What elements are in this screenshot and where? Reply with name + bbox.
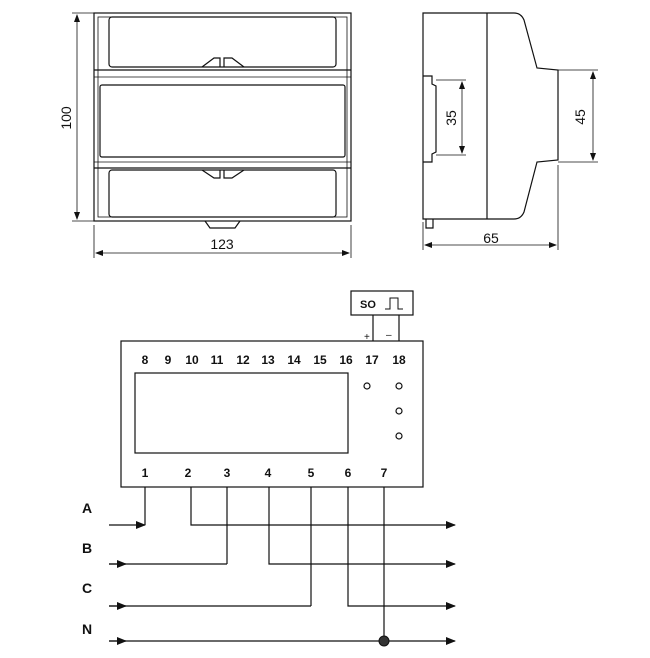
front-height-label: 100: [58, 106, 74, 130]
side-view: [422, 12, 598, 250]
phase-label-c: C: [82, 580, 92, 596]
front-middle-window: [99, 84, 346, 158]
terminal-label: 8: [142, 353, 149, 367]
wire-a-out: [190, 487, 456, 529]
front-width-label: 123: [210, 236, 234, 252]
wire-c-out: [347, 487, 456, 610]
side-profile: [422, 12, 559, 220]
pulse-output-box: [350, 290, 414, 316]
pulse-output-label: SO: [360, 299, 376, 311]
phase-label-a: A: [82, 500, 92, 516]
side-rail-notch: [423, 75, 437, 163]
side-clip: [425, 219, 434, 229]
terminal-label: 16: [339, 353, 353, 367]
terminal-label: 6: [345, 466, 352, 480]
terminal-label: 12: [236, 353, 250, 367]
top-terminal-labels: 8 9 10 11 12 13 14 15 16 17 18: [142, 353, 406, 367]
terminal-label: 5: [308, 466, 315, 480]
led-indicator: [395, 407, 403, 415]
bottom-terminal-labels: 1 2 3 4 5 6 7: [142, 466, 388, 480]
terminal-label: 11: [211, 353, 224, 367]
side-rail-label: 35: [443, 110, 459, 126]
side-depth-label: 65: [483, 230, 499, 246]
led-indicator: [395, 432, 403, 440]
led-indicator: [395, 382, 403, 390]
side-body-label: 45: [572, 109, 588, 125]
so-minus-label: –: [386, 330, 392, 341]
terminal-label: 13: [261, 353, 275, 367]
terminal-label: 2: [185, 466, 192, 480]
phase-label-n: N: [82, 621, 92, 637]
terminal-label: 17: [365, 353, 379, 367]
terminal-label: 18: [392, 353, 406, 367]
front-inner-body: [97, 16, 348, 218]
phase-label-b: B: [82, 540, 92, 556]
terminal-label: 7: [381, 466, 388, 480]
front-outer-body: [93, 12, 352, 222]
square-pulse-icon: [385, 297, 403, 310]
led-indicator: [363, 382, 371, 390]
terminal-label: 15: [313, 353, 327, 367]
terminal-label: 14: [287, 353, 301, 367]
front-top-latch: [201, 57, 245, 68]
terminal-label: 1: [142, 466, 149, 480]
terminal-label: 3: [224, 466, 231, 480]
junction-dot-icon: [378, 635, 390, 647]
terminal-label: 4: [265, 466, 272, 480]
front-top-cover: [108, 16, 337, 68]
wire-b-out: [268, 487, 456, 568]
front-bottom-latch: [201, 169, 245, 179]
meter-display: [134, 372, 349, 454]
front-view: [72, 12, 352, 258]
so-plus-label: +: [364, 332, 370, 343]
terminal-label: 9: [165, 353, 172, 367]
front-din-clip: [204, 220, 241, 229]
front-bottom-cover: [108, 169, 337, 218]
terminal-label: 10: [185, 353, 199, 367]
wiring-diagram: [109, 290, 456, 645]
meter-body: [120, 340, 424, 488]
